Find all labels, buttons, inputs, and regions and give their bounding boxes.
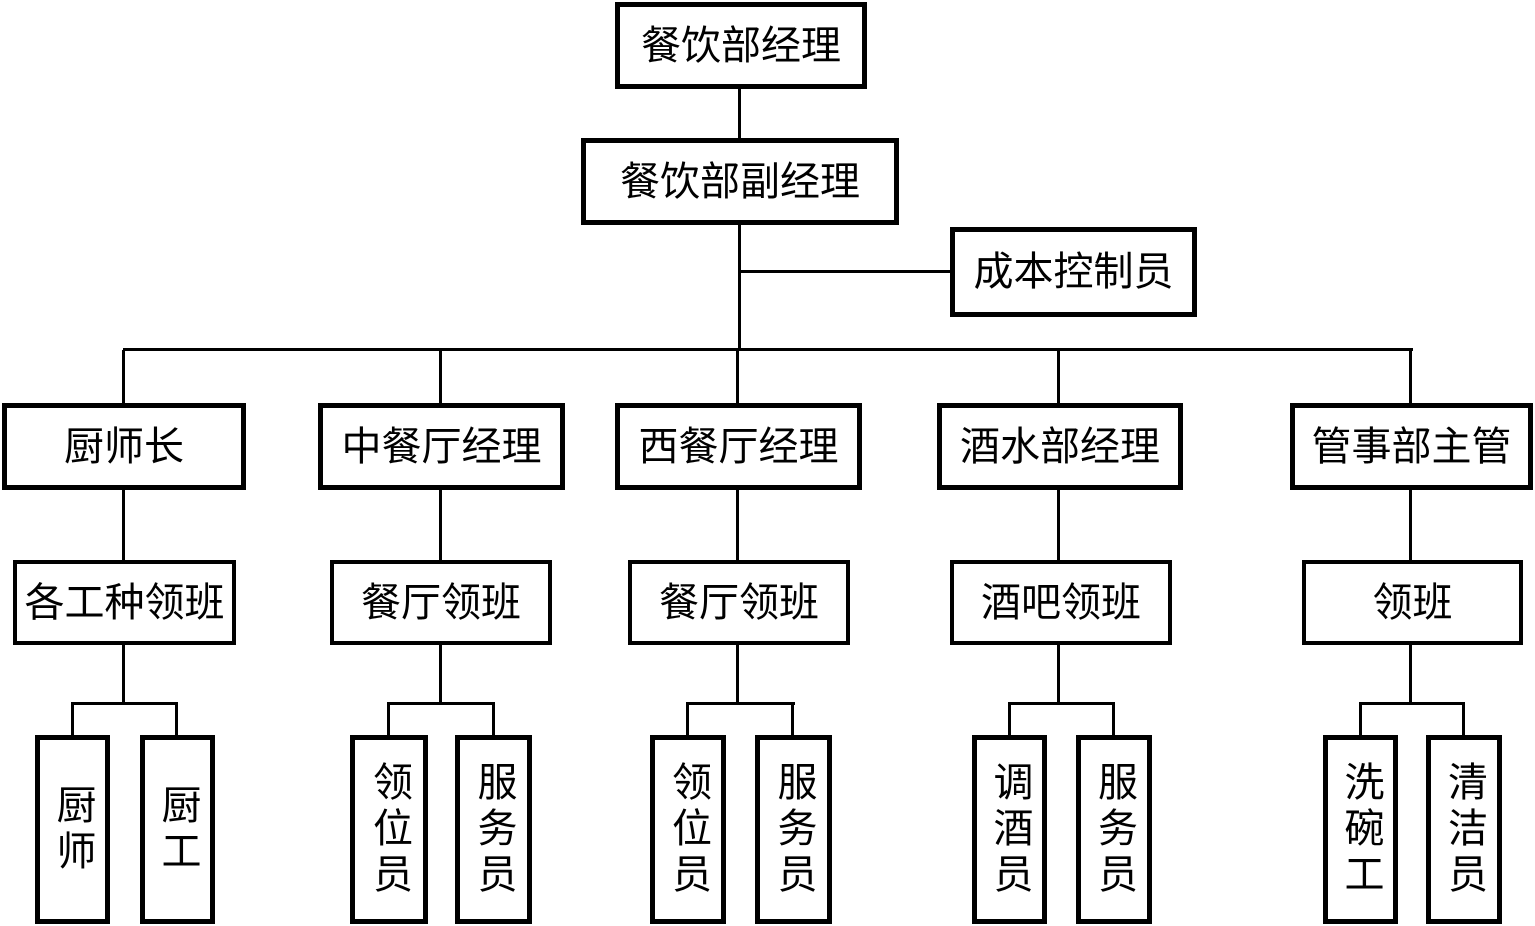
connector-tbar-3: [686, 702, 795, 705]
node-western-host-label: 领位员: [666, 760, 711, 899]
connector-tbar-4: [1008, 702, 1115, 705]
connector-drop-1a: [71, 702, 74, 735]
node-fnb-deputy-manager: 餐饮部副经理: [581, 138, 899, 225]
connector-foreman-stem-4: [1057, 645, 1060, 705]
node-bar-foreman: 酒吧领班: [950, 560, 1172, 645]
connector-manager-foreman-1: [122, 490, 125, 560]
node-chinese-restaurant-manager: 中餐厅经理: [318, 403, 565, 490]
connector-bus-branch-4: [1057, 350, 1060, 404]
node-western-waiter: 服务员: [755, 735, 832, 924]
connector-foreman-stem-5: [1409, 645, 1412, 705]
node-fnb-manager: 餐饮部经理: [615, 2, 867, 89]
connector-to-cost-controller: [738, 270, 952, 273]
connector-deputy-to-bus: [738, 224, 741, 351]
node-chef-label: 厨师: [50, 783, 96, 876]
connector-drop-4b: [1112, 702, 1115, 735]
node-kitchen-worker-label: 厨工: [155, 783, 201, 876]
connector-top-to-deputy: [738, 88, 741, 139]
node-chinese-restaurant-foreman: 餐厅领班: [330, 560, 552, 645]
connector-bus-branch-5: [1409, 350, 1412, 404]
node-cleaner: 清洁员: [1426, 735, 1502, 924]
node-steward-dept-supervisor: 管事部主管: [1290, 403, 1533, 490]
connector-drop-5a: [1359, 702, 1362, 735]
node-western-waiter-label: 服务员: [771, 760, 817, 899]
connector-manager-foreman-4: [1057, 490, 1060, 560]
connector-manager-foreman-2: [439, 490, 442, 560]
connector-manager-foreman-5: [1409, 490, 1412, 560]
connector-foreman-stem-3: [736, 645, 739, 705]
node-beverage-dept-manager: 酒水部经理: [937, 403, 1183, 490]
node-chinese-waiter-label: 服务员: [471, 760, 517, 899]
connector-bus-branch-2: [439, 350, 442, 404]
connector-tbar-2: [387, 702, 495, 705]
node-bartender-label: 调酒员: [987, 760, 1033, 899]
node-dishwasher: 洗碗工: [1323, 735, 1398, 924]
connector-drop-5b: [1462, 702, 1465, 735]
node-kitchen-worker: 厨工: [140, 735, 215, 924]
connector-tbar-5: [1359, 702, 1465, 705]
connector-drop-3a: [686, 702, 689, 735]
node-chinese-waiter: 服务员: [455, 735, 532, 924]
connector-tbar-1: [71, 702, 178, 705]
node-bartender: 调酒员: [972, 735, 1047, 924]
node-chinese-host-label: 领位员: [367, 760, 412, 899]
connector-foreman-stem-1: [122, 645, 125, 705]
node-chef: 厨师: [35, 735, 110, 924]
node-chinese-host: 领位员: [350, 735, 428, 924]
node-trades-foreman: 各工种领班: [13, 560, 236, 645]
node-cost-controller: 成本控制员: [950, 227, 1197, 317]
node-beverage-waiter-label: 服务员: [1092, 760, 1137, 899]
node-western-restaurant-foreman: 餐厅领班: [628, 560, 850, 645]
node-western-restaurant-manager: 西餐厅经理: [615, 403, 862, 490]
connector-manager-foreman-3: [736, 490, 739, 560]
node-dishwasher-label: 洗碗工: [1338, 760, 1384, 899]
node-beverage-waiter: 服务员: [1076, 735, 1152, 924]
connector-drop-3b: [791, 702, 794, 735]
node-head-chef: 厨师长: [2, 403, 246, 490]
connector-bus-branch-3: [736, 350, 739, 404]
connector-bus-branch-1: [122, 350, 125, 404]
connector-foreman-stem-2: [439, 645, 442, 705]
node-cleaner-label: 清洁员: [1442, 760, 1487, 899]
connector-drop-1b: [175, 702, 178, 735]
node-steward-foreman: 领班: [1302, 560, 1523, 645]
node-western-host: 领位员: [650, 735, 726, 924]
connector-drop-2b: [492, 702, 495, 735]
connector-bus: [123, 348, 1413, 351]
connector-drop-2a: [387, 702, 390, 735]
connector-drop-4a: [1008, 702, 1011, 735]
